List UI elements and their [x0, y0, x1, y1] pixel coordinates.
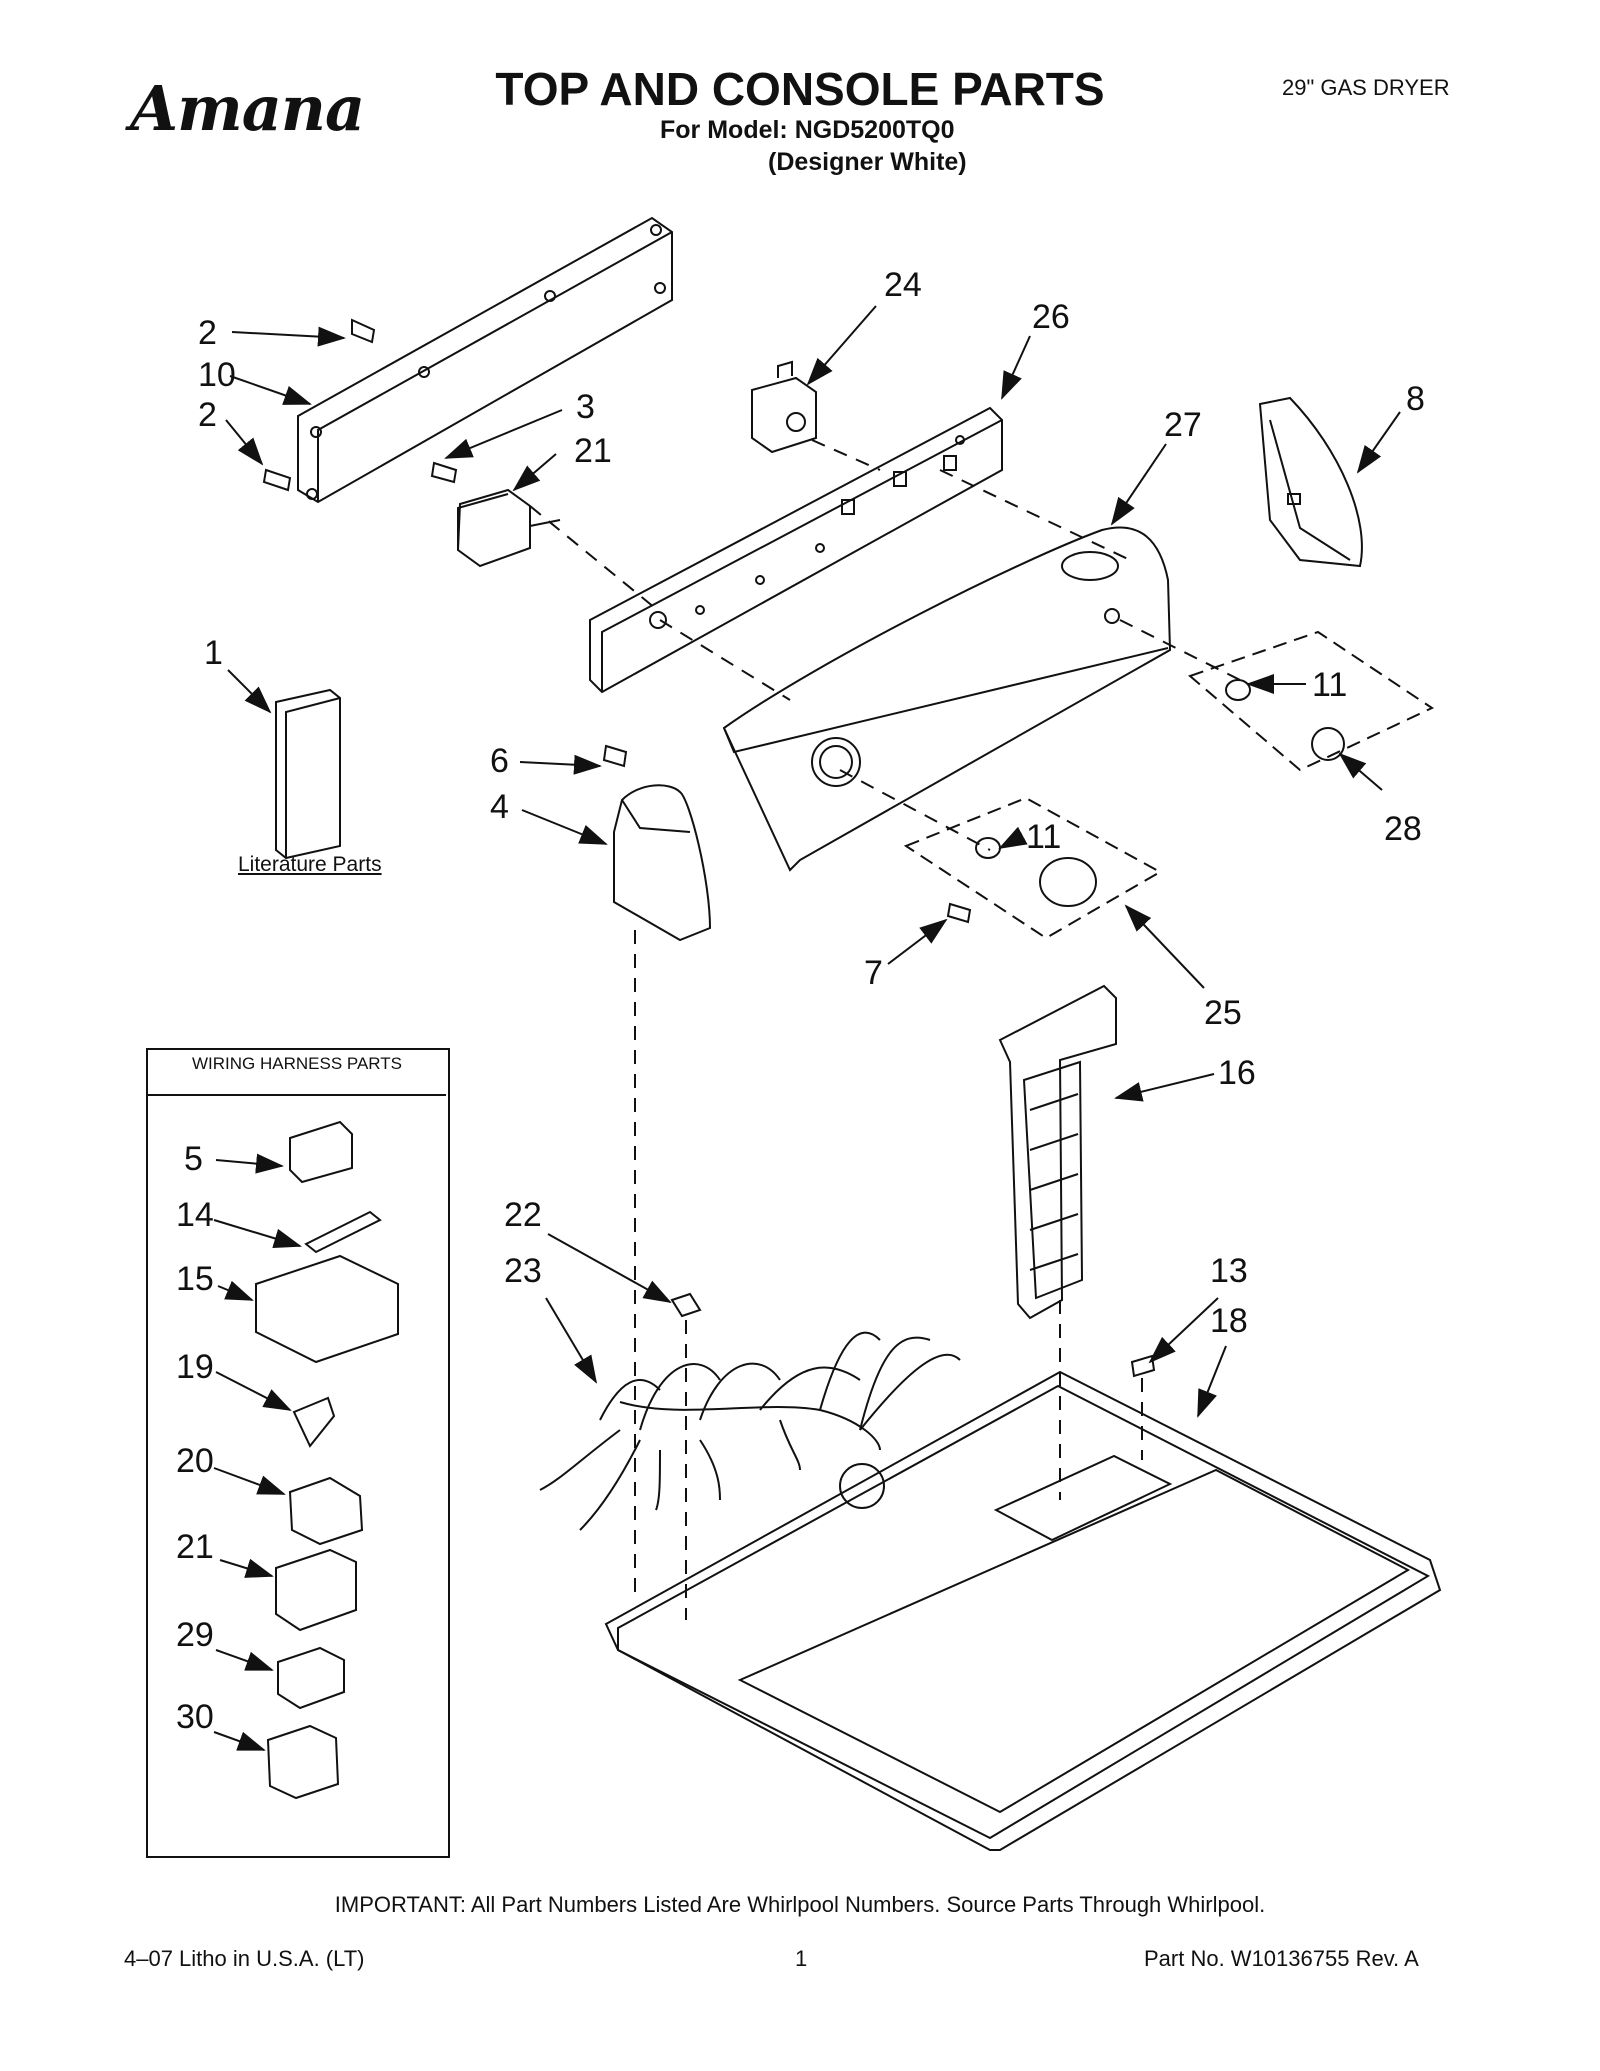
callout-6: 6 [490, 742, 509, 780]
connector-part [266, 1724, 340, 1800]
knob-part [1311, 727, 1345, 761]
brand-logo: Amana [130, 72, 365, 145]
terminal-part [304, 1210, 382, 1254]
connector-part [289, 1120, 353, 1184]
console-part [722, 526, 1172, 872]
callout-27: 27 [1164, 406, 1202, 444]
callout-22: 22 [504, 1196, 542, 1234]
rear-bracket-part [297, 216, 673, 504]
callout-3: 3 [576, 388, 595, 426]
screw-part [946, 902, 972, 924]
page-number: 1 [795, 1946, 808, 1971]
callout-4: 4 [490, 788, 509, 826]
connector-part [288, 1476, 364, 1546]
divider [146, 1094, 446, 1096]
end-cap-part [1258, 396, 1363, 568]
callout-1: 1 [204, 634, 223, 672]
callout-11: 11 [1312, 666, 1347, 704]
litho-info: 4–07 Litho in U.S.A. (LT) [124, 1946, 365, 1971]
callout-7: 7 [864, 954, 883, 992]
callout-16: 18 [1210, 1302, 1248, 1340]
bushing-part [975, 837, 1001, 859]
switch-part [751, 360, 817, 454]
callout-10: 16 [1218, 1054, 1256, 1092]
literature-part [275, 688, 341, 860]
wiring-harness-title: WIRING HARNESS PARTS [191, 1054, 402, 1073]
model-color: (Designer White) [768, 148, 967, 176]
wire-clip-part [670, 1292, 702, 1318]
wire-harness-part [539, 1331, 961, 1531]
screw-part [1130, 1354, 1156, 1378]
callout-5: 5 [184, 1140, 203, 1178]
product-type: 29" GAS DRYER [1282, 75, 1450, 100]
wiring-harness-box [146, 1048, 450, 1858]
callout-13: 13 [1210, 1252, 1248, 1290]
screw-part [430, 461, 458, 484]
connector-part [275, 1548, 357, 1632]
callout-14: 14 [176, 1196, 214, 1234]
page-title: TOP AND CONSOLE PARTS [495, 63, 1105, 115]
screw-part [351, 318, 376, 344]
callout-15: 15 [176, 1260, 214, 1298]
callout-18: 19 [176, 1348, 214, 1386]
callout-8: 8 [1406, 380, 1425, 418]
literature-parts-label: Literature Parts [238, 853, 382, 876]
callout-30: 30 [176, 1698, 214, 1736]
callout-2: 2 [198, 396, 217, 434]
knob-part [1039, 857, 1097, 907]
important-note: IMPORTANT: All Part Numbers Listed Are W… [334, 1892, 1266, 1917]
lint-screen-part [998, 984, 1117, 1320]
callout-21: 21 [574, 432, 612, 470]
callout-28: 28 [1384, 810, 1422, 848]
top-panel-part [604, 1370, 1442, 1851]
callout-labels: 2 10 2 3 21 24 26 27 8 1 6 4 11 28 11 7 … [176, 266, 1425, 1736]
part-number: Part No. W10136755 Rev. A [1144, 1946, 1419, 1971]
control-panel-part [589, 406, 1003, 694]
callout-11: 11 [1026, 818, 1061, 856]
screw-part [262, 468, 292, 492]
model-number: For Model: NGD5200TQ0 [660, 116, 955, 144]
callout-20: 21 [176, 1528, 214, 1566]
callout-24: 24 [884, 266, 922, 304]
callout-9: 10 [198, 356, 236, 394]
clip-part [292, 1396, 336, 1448]
callout-19: 20 [176, 1442, 214, 1480]
callout-23: 23 [504, 1252, 542, 1290]
callout-25: 25 [1204, 994, 1242, 1032]
callout-2: 2 [198, 314, 217, 352]
screw-part [602, 744, 628, 768]
timer-part [456, 488, 561, 568]
connector-part [277, 1646, 345, 1710]
callout-29: 29 [176, 1616, 214, 1654]
bushing-part [1225, 679, 1251, 701]
side-bracket-part [613, 784, 712, 942]
connector-part [255, 1254, 399, 1364]
callout-26: 26 [1032, 298, 1070, 336]
